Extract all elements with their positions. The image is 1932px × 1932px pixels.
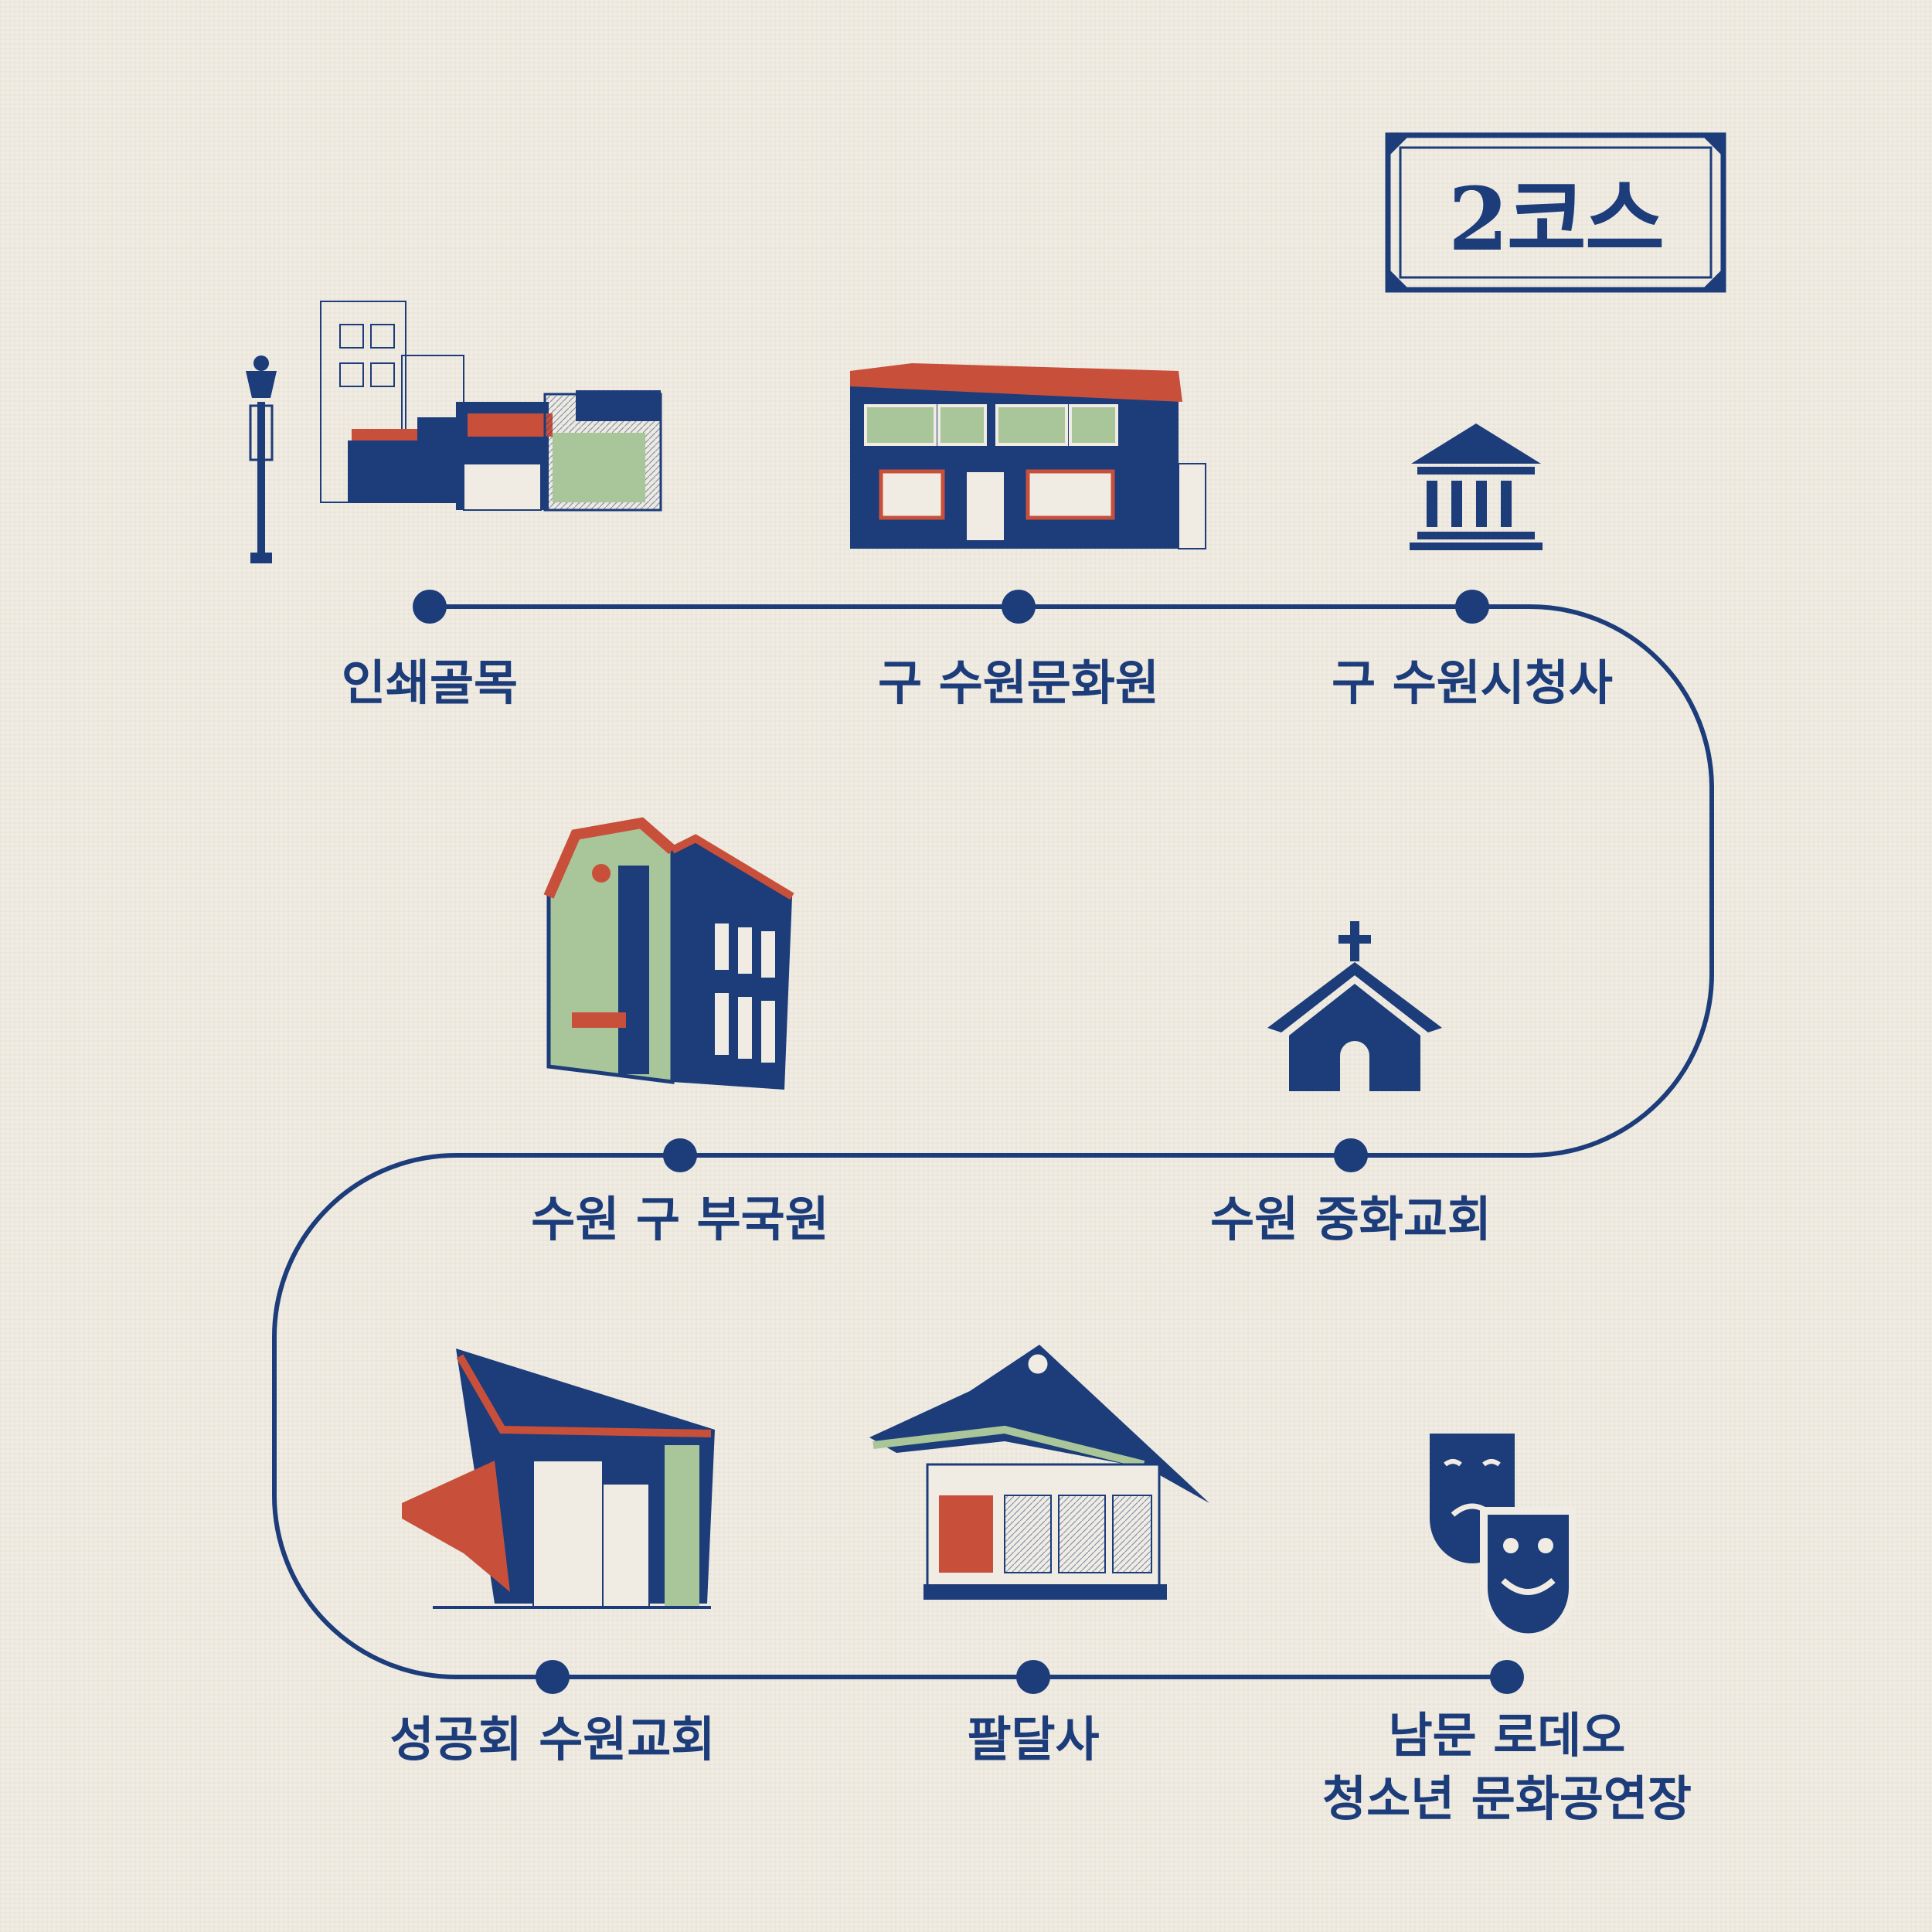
stop-dot-paldalsa[interactable] xyxy=(1016,1660,1050,1694)
stop-label-jungwha-church[interactable]: 수원 중화교회 xyxy=(1210,1191,1492,1247)
course-title: 2코스 xyxy=(1447,169,1665,270)
title-badge xyxy=(1385,132,1726,293)
printing-alley-illustration xyxy=(246,301,662,563)
street-lamp-icon xyxy=(246,355,277,563)
stop-dot-rodeo-hall[interactable] xyxy=(1490,1660,1524,1694)
museum-icon xyxy=(1410,423,1543,550)
stop-label-old-city-hall[interactable]: 구 수원시청사 xyxy=(1332,655,1613,711)
stop-label-paldalsa[interactable]: 팔달사 xyxy=(967,1711,1100,1767)
stop-label-rodeo-line1: 남문 로데오 xyxy=(1388,1707,1626,1764)
stop-dot-printing-alley[interactable] xyxy=(413,590,447,624)
stop-label-printing-alley[interactable]: 인쇄골목 xyxy=(341,655,519,711)
stop-label-anglican-church[interactable]: 성공회 수원교회 xyxy=(389,1711,716,1767)
church-icon xyxy=(1267,921,1442,1091)
stop-dot-bugukwon[interactable] xyxy=(663,1138,697,1172)
theater-masks-icon xyxy=(1430,1434,1577,1641)
anglican-church-illustration xyxy=(402,1349,715,1609)
old-culture-center-illustration xyxy=(850,363,1206,549)
stop-label-bugukwon[interactable]: 수원 구 부국원 xyxy=(531,1191,829,1247)
stop-dot-anglican-church[interactable] xyxy=(536,1660,570,1694)
stop-label-rodeo-hall[interactable]: 남문 로데오 청소년 문화공연장 xyxy=(1322,1704,1692,1831)
stop-label-rodeo-line2: 청소년 문화공연장 xyxy=(1322,1770,1692,1827)
paldalsa-illustration xyxy=(869,1345,1209,1600)
stop-label-old-culture-center[interactable]: 구 수원문화원 xyxy=(878,655,1159,711)
stop-dot-old-city-hall[interactable] xyxy=(1455,590,1489,624)
stop-dot-jungwha-church[interactable] xyxy=(1334,1138,1368,1172)
bugukwon-illustration xyxy=(543,817,794,1090)
route-line xyxy=(272,604,1714,1679)
stop-dot-old-culture-center[interactable] xyxy=(1002,590,1036,624)
